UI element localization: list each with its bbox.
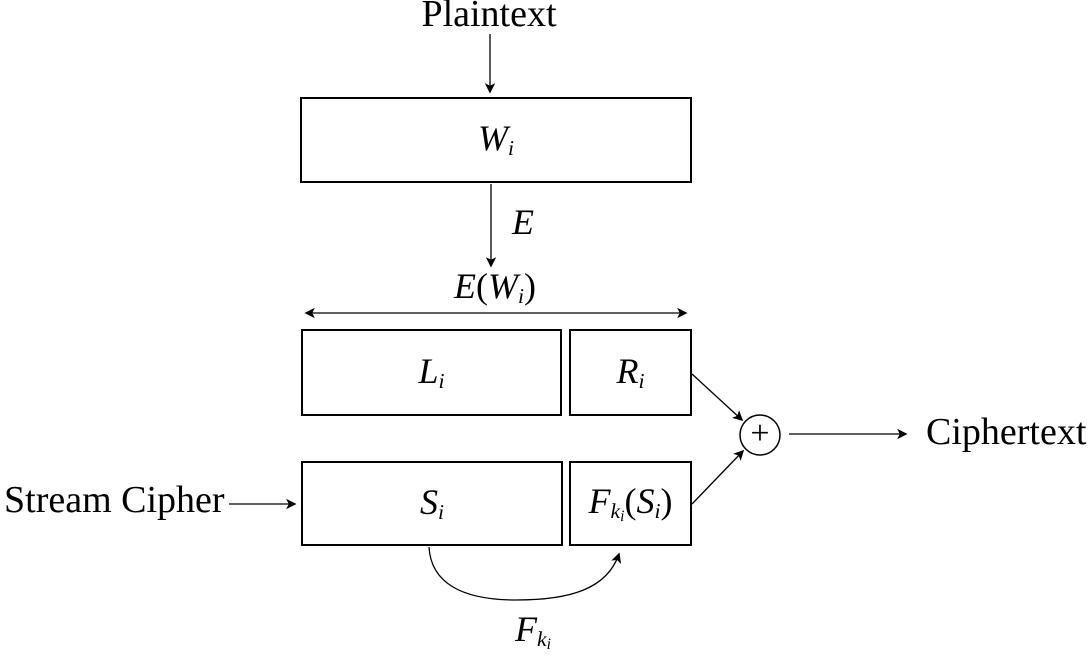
feistel-round-curve-arrow bbox=[428, 546, 622, 601]
fkisi-key: ki bbox=[610, 498, 625, 525]
fkisi-close-paren: ) bbox=[660, 480, 673, 521]
fkisi-key-base: k bbox=[610, 498, 621, 523]
plaintext-label: Plaintext bbox=[421, 0, 557, 35]
si-box: Si bbox=[301, 461, 563, 546]
fkisi-open-paren: ( bbox=[624, 480, 637, 521]
fki-key-base: k bbox=[537, 626, 547, 651]
xor-circle bbox=[739, 414, 781, 456]
wi-base: W bbox=[478, 118, 508, 159]
xor-icon: + bbox=[750, 415, 769, 452]
fkisi-to-xor-arrow bbox=[691, 449, 745, 505]
ewi-base: W bbox=[488, 266, 518, 306]
li-sub: i bbox=[438, 368, 445, 393]
fkisi-arg: S bbox=[636, 480, 655, 521]
ewi-math: E(Wi) bbox=[454, 266, 536, 308]
wi-sub: i bbox=[508, 136, 514, 161]
fki-func: F bbox=[515, 609, 538, 649]
stream-cipher-label: Stream Cipher bbox=[4, 479, 225, 521]
fkisi-arg-sub: i bbox=[654, 498, 661, 523]
si-sub: i bbox=[438, 499, 444, 524]
si-base: S bbox=[420, 481, 438, 522]
fkisi-label: Fki(Si) bbox=[589, 483, 673, 524]
encrypt-label: E bbox=[512, 202, 534, 242]
ri-base: R bbox=[616, 350, 639, 391]
ri-sub: i bbox=[638, 368, 645, 393]
ri-to-xor-arrow bbox=[691, 373, 744, 422]
fkisi-box: Fki(Si) bbox=[569, 461, 692, 546]
ewi-open-paren: ( bbox=[476, 266, 488, 306]
ciphertext-label: Ciphertext bbox=[926, 411, 1087, 453]
ri-label: Ri bbox=[617, 353, 645, 392]
ewi-func: E bbox=[454, 266, 476, 306]
fki-key: ki bbox=[537, 626, 551, 653]
li-label: Li bbox=[418, 353, 444, 392]
ewi-label: E(Wi) bbox=[395, 267, 595, 307]
fkisi-func: F bbox=[588, 480, 611, 521]
wi-label: Wi bbox=[478, 120, 514, 159]
ewi-sub: i bbox=[518, 283, 524, 308]
fkisi-key-sub: i bbox=[620, 507, 625, 525]
wi-box: Wi bbox=[300, 97, 692, 183]
si-label: Si bbox=[420, 484, 444, 523]
ewi-close-paren: ) bbox=[524, 266, 536, 306]
fki-key-sub: i bbox=[546, 635, 551, 653]
li-box: Li bbox=[301, 329, 562, 416]
ri-box: Ri bbox=[569, 329, 692, 416]
li-base: L bbox=[418, 350, 439, 391]
fki-math: Fki bbox=[515, 609, 551, 653]
round-function-label: Fki bbox=[473, 610, 593, 652]
